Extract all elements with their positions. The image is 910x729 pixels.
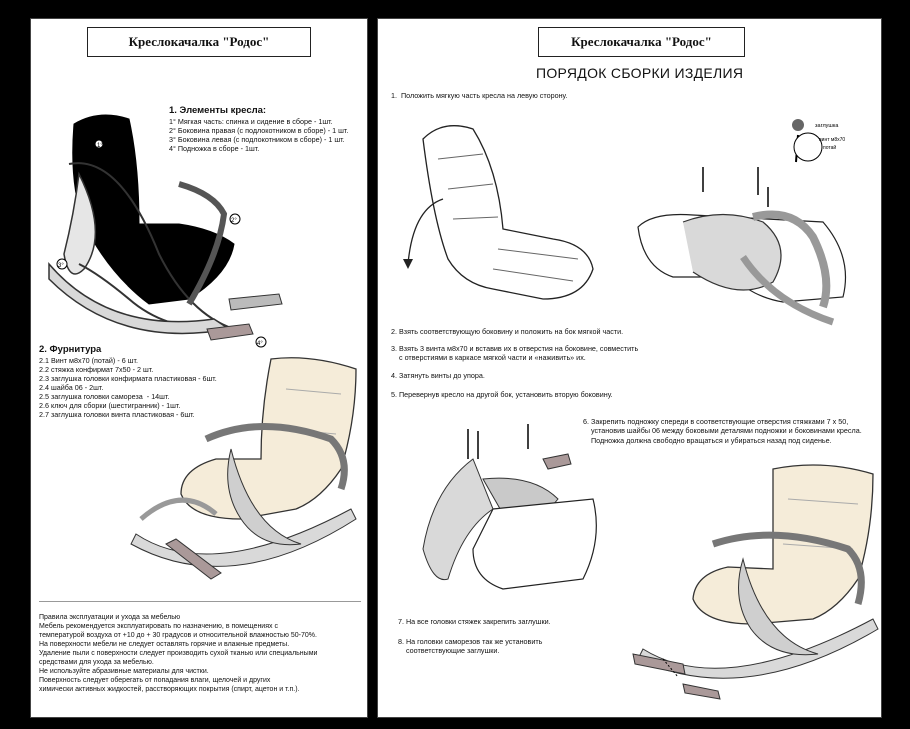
care-line-1: Правила эксплуатации и ухода за мебелью: [39, 614, 181, 621]
hardware-item-2: 2.2 стяжка конфирмат 7х50 - 2 шт.: [39, 365, 154, 374]
care-line-2: Мебель рекомендуется эксплуатировать по …: [39, 623, 278, 630]
step-2: 2. Взять соответствующую боковину и поло…: [391, 327, 624, 336]
left-page-title: Креслокачалка "Родос": [87, 27, 311, 57]
step-1: 1. Положить мягкую часть кресла на левую…: [391, 91, 568, 100]
step-4: 4. Затянуть винты до упора.: [391, 371, 485, 380]
step-5: 5. Перевернув кресло на другой бок, уста…: [391, 390, 613, 399]
second-side-illustration: [422, 424, 597, 590]
care-line-9: химически активных жидкостей, расстворяю…: [39, 686, 300, 693]
screw-label: винт м8х70: [819, 137, 845, 143]
side-panel-screws-illustration: заглушка винт м8х70 потай: [637, 119, 846, 326]
hardware-item-7: 2.7 заглушка головки винта пластиковая -…: [39, 410, 195, 419]
care-line-8: Поверхность следует оберегать от попадан…: [39, 677, 271, 684]
element-item-4: 4° Подножка в сборе - 1шт.: [169, 144, 260, 153]
care-line-6: средствами для ухода за мебелью.: [39, 659, 154, 666]
element-item-2: 2° Боковина правая (с подлокотником в сб…: [169, 126, 349, 135]
care-line-4: На поверхности мебели не следует оставля…: [39, 641, 290, 648]
assembled-chair-illustration: [632, 464, 879, 700]
care-line-5: Удаление пыли с поверхности следует прои…: [39, 650, 318, 657]
right-page-title: Креслокачалка "Родос": [538, 27, 745, 57]
right-page: Креслокачалка "Родос" ПОРЯДОК СБОРКИ ИЗД…: [377, 18, 882, 718]
hardware-item-3: 2.3 заглушка головки конфирмата пластико…: [39, 374, 217, 383]
hardware-item-6: 2.6 ключ для сборки (шестигранник) - 1шт…: [39, 401, 181, 410]
plug-label: заглушка: [815, 123, 839, 129]
care-divider: [39, 601, 361, 602]
hardware-item-1: 2.1 Винт м8х70 (потай) - 6 шт.: [39, 356, 138, 365]
screw-label-sub: потай: [823, 144, 836, 151]
step-3: 3. Взять 3 винта м8х70 и вставив их в от…: [391, 344, 639, 363]
care-line-3: температурой воздуха от +10 до + 30 град…: [39, 632, 317, 639]
light-chair-illustration: [130, 357, 357, 580]
callout-4: 4°: [257, 341, 263, 347]
callout-3: 3°: [58, 263, 64, 269]
dark-chair-illustration: 1° 2° 3° 4°: [48, 114, 283, 348]
callout-2: 2°: [231, 218, 237, 224]
section-title: ПОРЯДОК СБОРКИ ИЗДЕЛИЯ: [536, 65, 744, 81]
element-item-1: 1° Мягкая часть: спинка и сидение в сбор…: [169, 117, 333, 126]
step-8: 8. На головки саморезов так же установит…: [398, 637, 543, 656]
step-7: 7. На все головки стяжек закрепить заглу…: [398, 617, 551, 626]
elements-heading: 1. Элементы кресла:: [169, 105, 267, 116]
step-6: 6. Закрепить подножку спереди в соответс…: [583, 417, 862, 445]
callout-1: 1°: [97, 143, 103, 149]
element-item-3: 3° Боковина левая (с подлокотником в сбо…: [169, 135, 345, 144]
hardware-item-5: 2.5 заглушка головки самореза - 14шт.: [39, 392, 170, 401]
hardware-item-4: 2.4 шайба 06 - 2шт.: [39, 383, 104, 392]
left-page: Креслокачалка "Родос" 1. Элементы кресла…: [30, 18, 368, 718]
seat-lying-illustration: [403, 125, 594, 300]
care-line-7: Не используйте абразивные материалы для …: [39, 668, 209, 675]
hardware-heading: 2. Фурнитура: [39, 344, 102, 355]
